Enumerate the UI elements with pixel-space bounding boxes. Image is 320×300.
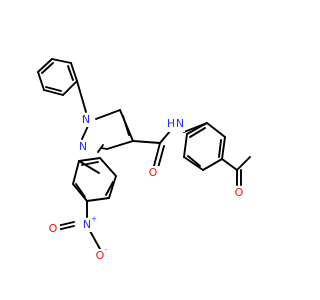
acetyl-group <box>221 156 251 186</box>
atom-o-acetyl-label: O <box>235 186 244 199</box>
atom-n-nitro-label: N <box>83 218 91 231</box>
molecule-structure: N N N H O O N + <box>37 58 251 263</box>
atom-n2: N <box>76 140 90 154</box>
atom-n1: N <box>79 113 93 127</box>
atom-o-nitro-single: O - <box>93 246 108 263</box>
atom-o-nitro-charge: - <box>105 246 108 254</box>
atom-o-nitro-single-label: O <box>96 249 105 262</box>
atom-n-nitro-charge: + <box>91 215 97 223</box>
phenyl-ring <box>37 58 87 113</box>
atom-n-nitro: N + <box>80 215 97 232</box>
bond-layer <box>37 58 251 250</box>
atom-o-nitro-double-label: O <box>49 222 58 235</box>
atom-o-acetyl: O <box>232 186 246 200</box>
atom-o-carbonyl-label: O <box>149 166 158 179</box>
acetylphenyl-ring <box>183 122 226 171</box>
atom-n2-label: N <box>79 140 87 153</box>
atom-nh-h-label: H <box>167 117 175 130</box>
atom-n1-label: N <box>82 113 90 126</box>
atom-nh-label: N <box>176 117 184 130</box>
amide-group <box>132 122 208 169</box>
nitrophenyl-ring <box>72 157 117 202</box>
atom-o-carbonyl: O <box>146 166 160 180</box>
pyrazole-ring <box>81 109 134 153</box>
atom-o-nitro-double: O <box>46 222 60 236</box>
atom-label-layer: N N N H O O N + <box>46 113 246 263</box>
atom-nh: N H <box>167 116 185 132</box>
